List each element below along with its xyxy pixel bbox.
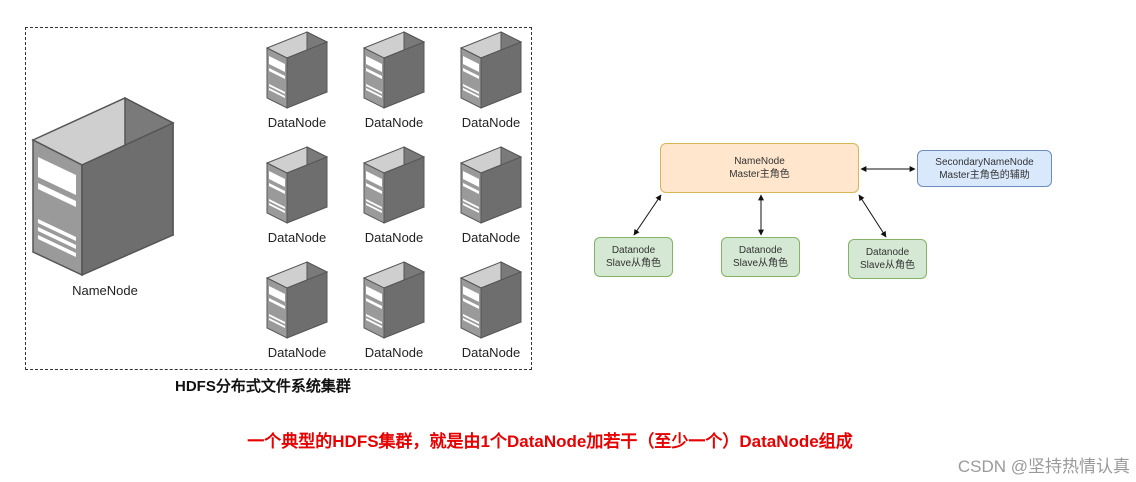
datanode-role-box: Datanode Slave从角色 <box>848 239 927 279</box>
datanode-server-icon <box>265 261 329 339</box>
datanode-server-icon <box>265 146 329 224</box>
datanode-label: DataNode <box>364 230 424 245</box>
namenode-role-name: NameNode <box>734 156 785 167</box>
namenode-label: NameNode <box>72 283 138 298</box>
datanode-role-desc: Slave从角色 <box>859 260 915 271</box>
secondary-namenode-desc: Master主角色的辅助 <box>939 169 1030 181</box>
datanode-server-icon <box>362 31 426 109</box>
datanode-server-icon <box>362 261 426 339</box>
namenode-server-icon <box>31 96 175 277</box>
datanode-server-icon <box>459 261 523 339</box>
datanode-role-name: Datanode <box>611 245 656 256</box>
datanode-label: DataNode <box>267 230 327 245</box>
datanode-role-box: Datanode Slave从角色 <box>594 237 673 277</box>
watermark: CSDN @坚持热情认真 <box>957 457 1130 476</box>
cluster-caption: HDFS分布式文件系统集群 <box>175 378 351 395</box>
datanode-role-desc: Slave从角色 <box>732 258 788 269</box>
datanode-label: DataNode <box>461 345 521 360</box>
datanode-role-name: Datanode <box>738 245 783 256</box>
datanode-server-icon <box>265 31 329 109</box>
datanode-server-icon <box>362 146 426 224</box>
secondary-namenode-box: SecondaryNameNode Master主角色的辅助 <box>917 150 1052 187</box>
datanode-server-icon <box>459 31 523 109</box>
datanode-server-icon <box>459 146 523 224</box>
summary-text: 一个典型的HDFS集群，就是由1个DataNode加若干（至少一个）DataNo… <box>247 432 853 451</box>
datanode-label: DataNode <box>461 230 521 245</box>
datanode-label: DataNode <box>267 345 327 360</box>
secondary-namenode-name: SecondaryNameNode <box>935 156 1034 168</box>
namenode-role-box: NameNode Master主角色 <box>660 143 859 193</box>
datanode-role-box: Datanode Slave从角色 <box>721 237 800 277</box>
arrow-namenode-datanode-1 <box>633 194 662 236</box>
datanode-label: DataNode <box>364 115 424 130</box>
datanode-role-desc: Slave从角色 <box>605 258 661 269</box>
datanode-role-name: Datanode <box>865 247 910 258</box>
datanode-label: DataNode <box>267 115 327 130</box>
datanode-label: DataNode <box>461 115 521 130</box>
arrow-namenode-datanode-3 <box>858 194 887 238</box>
cluster-border <box>25 27 532 370</box>
datanode-label: DataNode <box>364 345 424 360</box>
namenode-role-desc: Master主角色 <box>729 169 790 180</box>
